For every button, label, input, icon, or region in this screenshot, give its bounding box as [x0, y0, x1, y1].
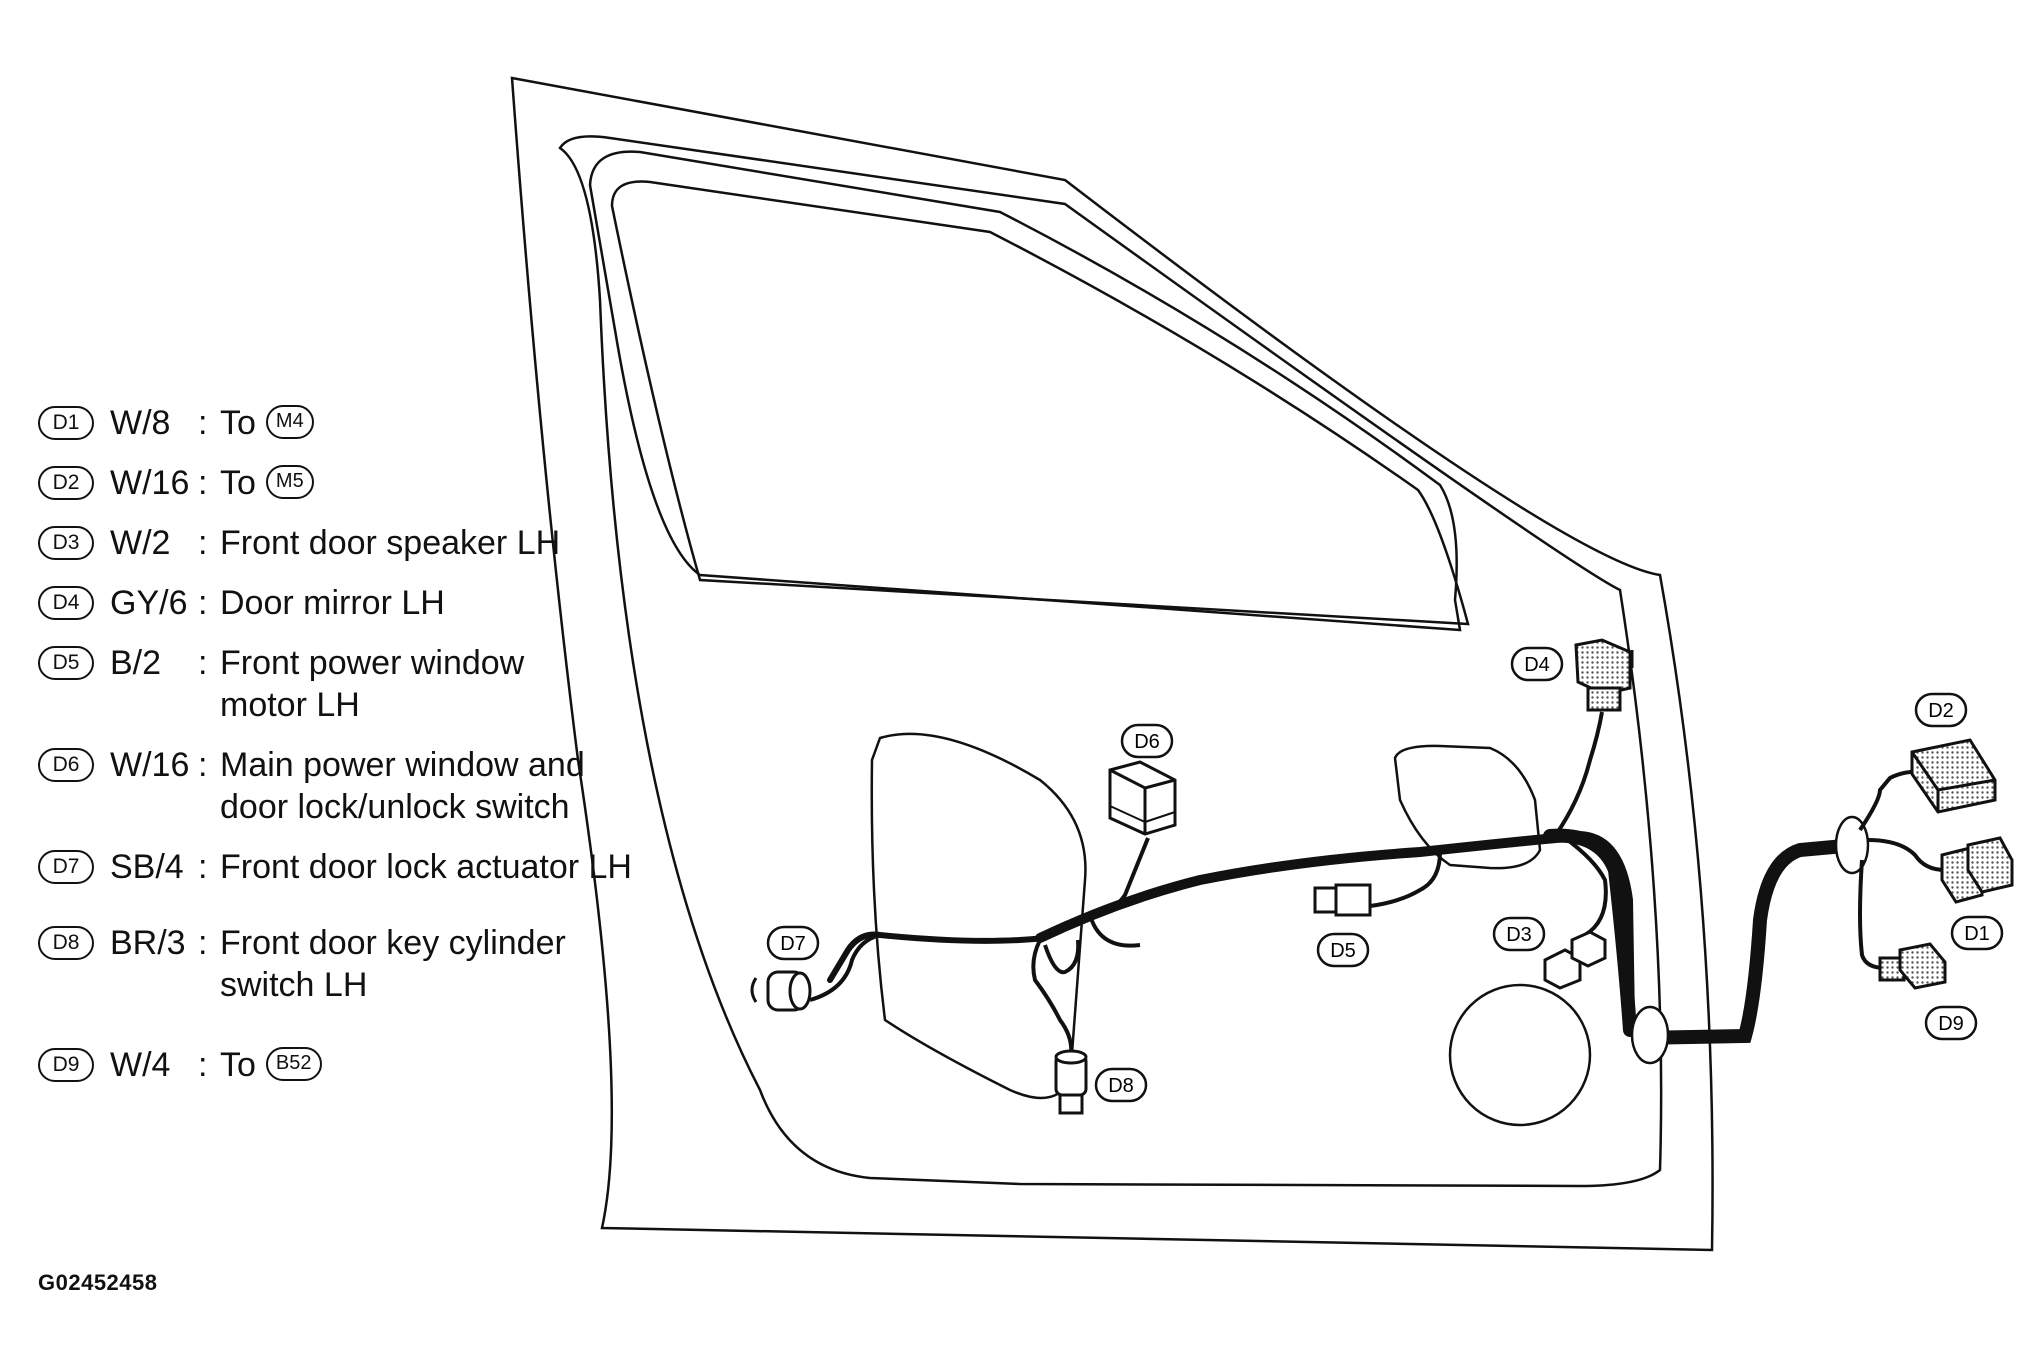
branch-d8-loop [1043, 939, 1081, 975]
wire-spec: GY/6 [110, 584, 188, 622]
callout-d2: D2 [1914, 692, 1968, 728]
branch-d7 [827, 931, 1048, 983]
connector-badge: D5 [38, 646, 94, 680]
svg-text:D6: D6 [1134, 731, 1160, 753]
harness-to-hinge [1633, 838, 1862, 1045]
legend-description: Main power window and [220, 746, 585, 784]
separator: : [198, 924, 208, 962]
branch-d1 [1867, 838, 1946, 872]
connector-badge: D8 [38, 926, 94, 960]
legend-description: Front door lock actuator LH [220, 848, 632, 886]
callout-d3: D3 [1492, 916, 1546, 952]
connector-badge: D7 [38, 850, 94, 884]
branch-d8 [1031, 939, 1074, 1061]
callout-d4: D4 [1510, 646, 1564, 682]
callout-d8: D8 [1094, 1067, 1148, 1103]
separator: : [198, 848, 208, 886]
svg-text:D5: D5 [1330, 940, 1356, 962]
callout-d5: D5 [1316, 932, 1370, 968]
separator: : [198, 746, 208, 784]
legend-description: Front power window [220, 644, 525, 682]
service-hole-left [870, 732, 1087, 1100]
connector-badge: D6 [38, 748, 94, 782]
wire-spec: W/2 [110, 524, 171, 562]
branch-d4 [1553, 711, 1604, 838]
connector-badge: D3 [38, 526, 94, 560]
wire-spec: W/8 [110, 404, 171, 442]
connector-d7 [750, 970, 812, 1012]
destination-badge: B52 [265, 1047, 322, 1082]
connector-d1 [1940, 836, 2014, 904]
door-outer-outline [510, 76, 1714, 1252]
wire-spec: B/2 [110, 644, 162, 682]
door-inner-panel [558, 135, 1663, 1188]
connector-d9 [1878, 942, 1947, 990]
wire-spec: BR/3 [110, 924, 186, 962]
legend-description: Front door speaker LH [220, 524, 561, 562]
connector-badge: D2 [38, 466, 94, 500]
svg-text:D9: D9 [1938, 1013, 1964, 1035]
grommet-upper [1834, 815, 1870, 875]
legend-description: Door mirror LH [220, 584, 445, 622]
connector-d6 [1108, 760, 1177, 836]
callout-d1: D1 [1950, 915, 2004, 951]
legend-description-line2: motor LH [220, 686, 360, 724]
svg-text:D8: D8 [1108, 1075, 1134, 1097]
separator: : [198, 404, 208, 442]
connector-d5 [1313, 883, 1372, 917]
connector-d4 [1574, 638, 1634, 712]
destination-badge: M5 [265, 465, 314, 500]
wire-spec: W/16 [110, 464, 190, 502]
speaker-hole [1448, 983, 1592, 1127]
wire-spec: SB/4 [110, 848, 184, 886]
separator: : [198, 524, 208, 562]
callout-d9: D9 [1924, 1005, 1978, 1041]
branch-d3 [1563, 836, 1608, 937]
separator: : [198, 464, 208, 502]
connector-badge: D9 [38, 1048, 94, 1082]
svg-text:D3: D3 [1506, 924, 1532, 946]
separator: : [198, 644, 208, 682]
callout-d6: D6 [1120, 723, 1174, 759]
service-hole-middle [1393, 744, 1542, 870]
legend-description-line2: door lock/unlock switch [220, 788, 570, 826]
connector-badge: D1 [38, 406, 94, 440]
branch-d7-wire [809, 933, 881, 1002]
grommet-lower [1630, 1005, 1670, 1065]
window-glass [610, 180, 1470, 626]
main-harness-drop [1543, 828, 1637, 1037]
svg-text:D7: D7 [780, 933, 806, 955]
branch-d9 [1858, 859, 1886, 970]
branch-d6 [1099, 837, 1150, 912]
branch-d5 [1369, 851, 1442, 908]
legend-description-line2: switch LH [220, 966, 368, 1004]
svg-text:D2: D2 [1928, 700, 1954, 722]
svg-text:D4: D4 [1524, 654, 1550, 676]
connector-d3 [1543, 930, 1607, 990]
wire-spec: W/4 [110, 1046, 171, 1084]
figure-id: G02452458 [38, 1270, 158, 1295]
window-frame-outer [588, 150, 1462, 632]
connector-d2 [1910, 738, 1997, 814]
separator: : [198, 584, 208, 622]
branch-d6-stub [1088, 914, 1141, 948]
legend-description: Front door key cylinder [220, 924, 566, 962]
separator: : [198, 1046, 208, 1084]
callout-d7: D7 [766, 925, 820, 961]
connector-badge: D4 [38, 586, 94, 620]
wire-spec: W/16 [110, 746, 190, 784]
destination-badge: M4 [265, 405, 314, 440]
svg-text:D1: D1 [1964, 923, 1990, 945]
connector-d8 [1054, 1049, 1088, 1115]
